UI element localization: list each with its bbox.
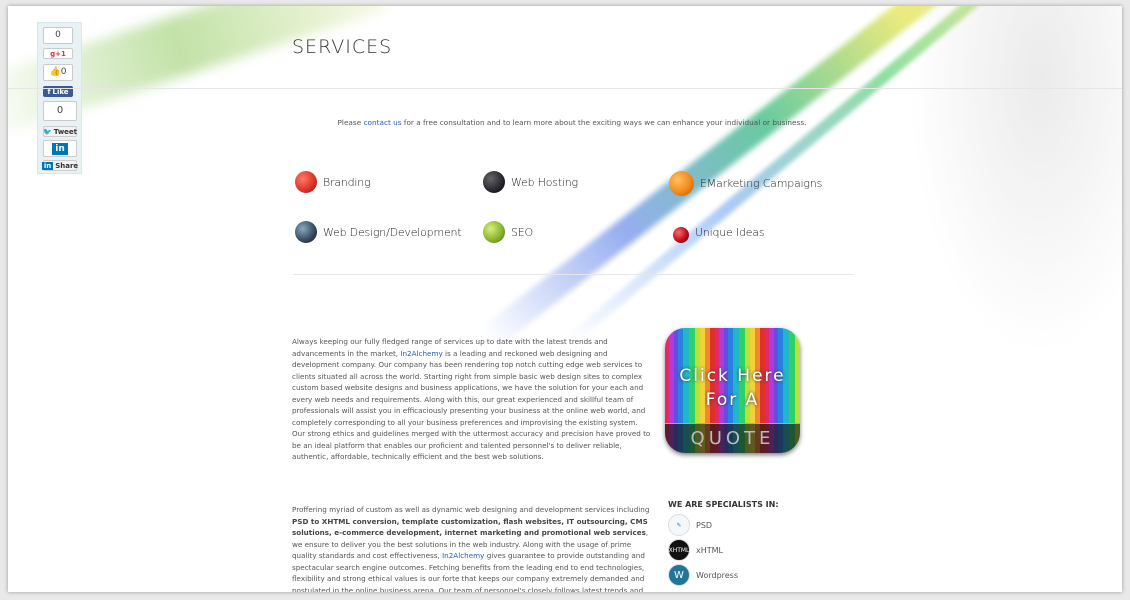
tweet-button[interactable]: 🐦Tweet bbox=[42, 126, 78, 137]
service-web-hosting[interactable]: Web Hosting bbox=[483, 171, 578, 193]
ball-icon bbox=[295, 221, 317, 243]
thumbs-up-icon: 👍 bbox=[49, 67, 61, 77]
cherry-icon bbox=[673, 227, 689, 243]
facebook-icon: f bbox=[47, 87, 51, 96]
contact-us-link[interactable]: contact us bbox=[363, 118, 402, 127]
brand-link[interactable]: In2Alchemy bbox=[400, 348, 443, 358]
xhtml-icon: XHTML bbox=[668, 539, 690, 561]
service-branding[interactable]: Branding bbox=[295, 171, 371, 193]
divider bbox=[8, 88, 1122, 89]
brand-link[interactable]: In2Alchemy bbox=[442, 551, 485, 560]
about-paragraph: Always keeping our fully fledged range o… bbox=[292, 337, 651, 461]
specialist-item: ✎PSD bbox=[668, 514, 712, 536]
quote-button[interactable]: Click Here For A QUOTE bbox=[665, 328, 800, 453]
gplus-button[interactable]: g+1 bbox=[43, 48, 73, 59]
service-emarketing[interactable]: EMarketing Campaigns bbox=[669, 171, 822, 196]
page-title: SERVICES bbox=[292, 36, 393, 58]
linkedin-icon: in bbox=[41, 161, 54, 170]
like-count-box[interactable]: 👍0 bbox=[43, 64, 73, 81]
twitter-icon: 🐦 bbox=[42, 127, 52, 136]
linkedin-count-button[interactable]: in bbox=[43, 140, 77, 157]
orange-icon bbox=[669, 171, 694, 196]
strawberry-icon bbox=[295, 171, 317, 193]
specialists-heading: WE ARE SPECIALISTS IN: bbox=[668, 500, 779, 509]
gplus-count: 0 bbox=[43, 27, 73, 44]
psd-icon: ✎ bbox=[668, 514, 690, 536]
apple-icon bbox=[483, 221, 505, 243]
services-paragraph: Proffering myriad of custom as well as d… bbox=[292, 505, 650, 592]
linkedin-icon: in bbox=[52, 142, 68, 155]
divider bbox=[293, 274, 853, 275]
tweet-count: 0 bbox=[43, 101, 77, 121]
intro-text: Please contact us for a free consultatio… bbox=[337, 118, 807, 127]
blackberry-icon bbox=[483, 171, 505, 193]
service-seo[interactable]: SEO bbox=[483, 221, 533, 243]
service-web-design[interactable]: Web Design/Development bbox=[295, 221, 462, 243]
wordpress-icon: W bbox=[668, 564, 690, 586]
decor-swoosh bbox=[908, 6, 1122, 356]
service-unique-ideas[interactable]: Unique Ideas bbox=[673, 221, 765, 243]
